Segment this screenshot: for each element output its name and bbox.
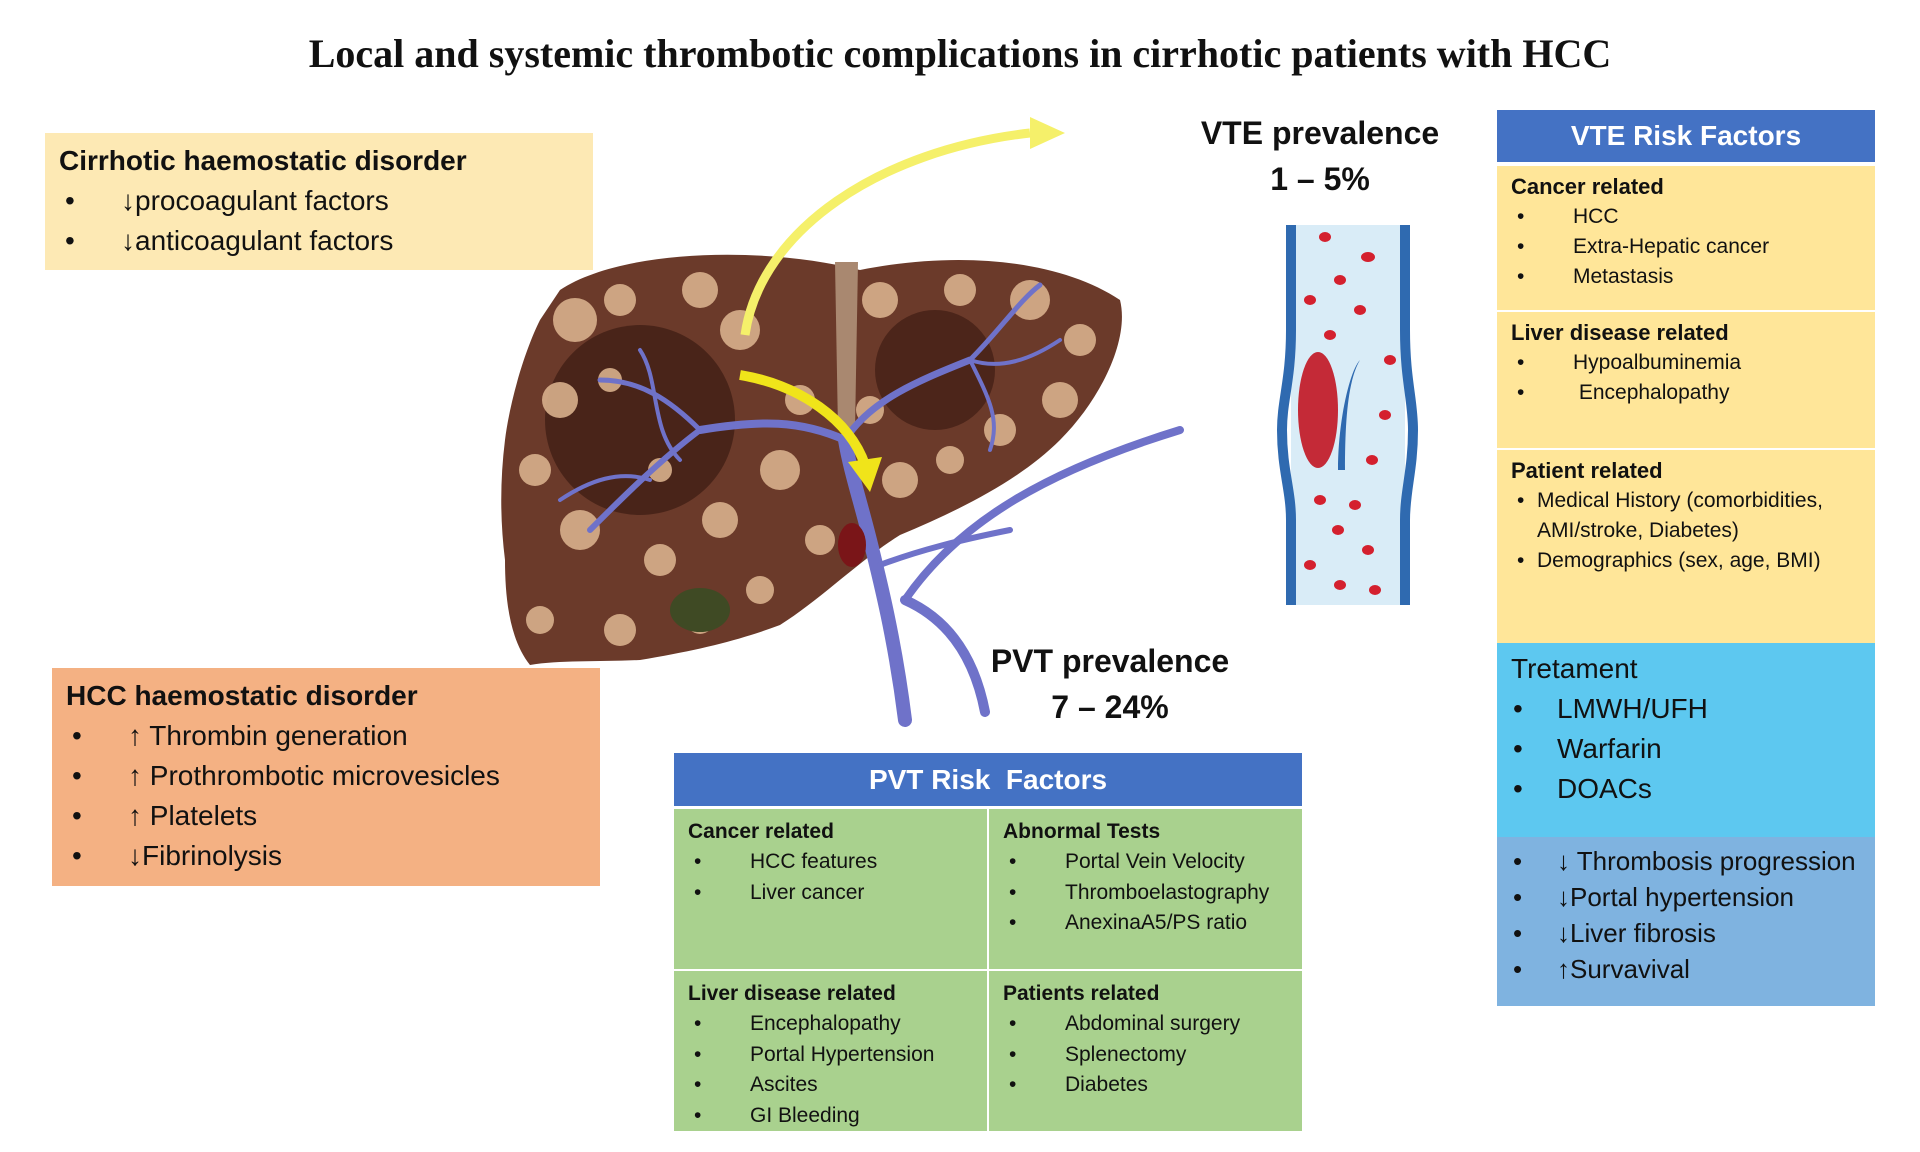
section-title: Liver disease related [1511,320,1729,345]
vte-prevalence-label: VTE prevalence [1200,115,1440,151]
vte-prevalence-value: 1 – 5% [1270,161,1370,197]
list-item: •Extra-Hepatic cancer [1517,235,1770,258]
list-item: •Liver cancer [694,880,865,904]
list-item: •Splenectomy [1009,1042,1187,1066]
list-item: •Warfarin [1513,733,1662,764]
list-item: •Abdominal surgery [1009,1012,1241,1035]
vte-prevalence: VTE prevalence 1 – 5% [1170,110,1470,202]
clot-icon [1298,352,1338,468]
section-title: Liver disease related [688,982,896,1005]
list-item: •Hypoalbuminemia [1517,351,1742,374]
hcc-disorder-box: HCC haemostatic disorder •↑ Thrombin gen… [52,668,600,886]
pvt-cell-tests: Abnormal Tests •Portal Vein Velocity •Th… [989,809,1302,969]
arrow-icon [739,117,1065,492]
page-title: Local and systemic thrombotic complicati… [308,31,1612,76]
list-item: •HCC features [694,850,878,873]
list-item: •Portal Vein Velocity [1009,850,1245,873]
list-item: •GI Bleeding [694,1103,860,1127]
treatment-drugs: Tretament •LMWH/UFH •Warfarin •DOACs [1497,643,1875,837]
treatment-title: Tretament [1511,653,1638,684]
treatment-effects: •↓ Thrombosis progression •↓Portal hyper… [1497,837,1875,1006]
list-item: •Metastasis [1517,265,1674,288]
list-item: •HCC [1517,205,1619,228]
blood-vessel-illustration [1276,225,1419,605]
cirrhotic-disorder-box: Cirrhotic haemostatic disorder •↓procoag… [45,133,593,270]
pvt-risk-factors-header: PVT Risk Factors [674,753,1302,809]
list-item: •↓anticoagulant factors [65,225,394,256]
pvt-cell-liver: Liver disease related •Encephalopathy •P… [674,971,987,1131]
list-item: •↑Survavival [1513,954,1690,984]
list-item: •AnexinaA5/PS ratio [1009,911,1248,934]
vte-section-patient: Patient related •Medical History (comorb… [1497,450,1875,643]
list-item: •↓procoagulant factors [65,185,389,216]
list-item: •Demographics (sex, age, BMI) [1517,549,1821,572]
pvt-prevalence-label: PVT prevalence [990,643,1230,679]
pvt-risk-factors-panel: PVT Risk Factors Cancer related •HCC fea… [674,753,1302,1133]
list-item: •Portal Hypertension [694,1042,935,1066]
list-item: •Diabetes [1009,1073,1148,1096]
list-item: •↑ Platelets [72,800,258,831]
list-item: • Encephalopathy [1517,381,1730,404]
pvt-prevalence: PVT prevalence 7 – 24% [965,638,1255,730]
vte-section-cancer: Cancer related •HCC •Extra-Hepatic cance… [1497,166,1875,312]
hcc-disorder-title: HCC haemostatic disorder [66,680,418,711]
list-item: •↓Portal hypertension [1513,882,1795,912]
liver-illustration [501,254,1122,666]
list-item: •Medical History (comorbidities, AMI/str… [1517,489,1823,542]
list-item: •↓Fibrinolysis [72,840,283,871]
thrombus-icon [838,523,866,567]
list-item: •Ascites [694,1073,818,1096]
vte-risk-factors-header: VTE Risk Factors [1497,110,1875,166]
list-item: •Thromboelastography [1009,880,1270,904]
section-title: Cancer related [688,820,834,843]
vte-section-liver: Liver disease related •Hypoalbuminemia •… [1497,312,1875,450]
list-item: •↓ Thrombosis progression [1513,846,1856,876]
treatment-panel: Tretament •LMWH/UFH •Warfarin •DOACs •↓ … [1497,643,1875,1006]
vte-risk-factors-panel: VTE Risk Factors Cancer related •HCC •Ex… [1497,110,1875,643]
section-title: Patients related [1003,982,1160,1005]
pvt-prevalence-value: 7 – 24% [1051,689,1169,725]
cirrhotic-disorder-title: Cirrhotic haemostatic disorder [59,145,467,176]
list-item: •DOACs [1513,773,1652,804]
pvt-cell-cancer: Cancer related •HCC features •Liver canc… [674,809,987,969]
list-item: •↓Liver fibrosis [1513,918,1716,948]
list-item: •↑ Prothrombotic microvesicles [72,760,500,791]
list-item: •Encephalopathy [694,1012,901,1035]
pvt-cell-patients: Patients related •Abdominal surgery •Spl… [989,971,1302,1131]
section-title: Patient related [1511,458,1663,483]
section-title: Cancer related [1511,174,1664,199]
list-item: •LMWH/UFH [1513,693,1708,724]
portal-vein-illustration [558,282,1184,727]
section-title: Abnormal Tests [1003,820,1161,843]
list-item: •↑ Thrombin generation [72,720,408,751]
